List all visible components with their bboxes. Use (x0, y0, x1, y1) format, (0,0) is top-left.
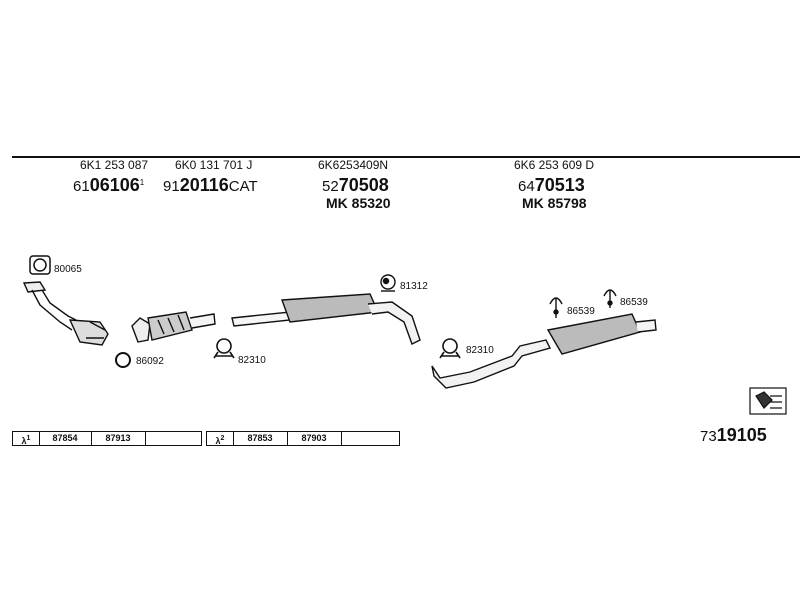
mk-code-rear-silencer: MK 85798 (522, 195, 587, 211)
divider (91, 432, 92, 445)
part-prefix: 52 (322, 178, 339, 195)
rear-silencer-icon (431, 313, 657, 389)
part-prefix: 91 (163, 178, 180, 195)
part-number-catalyst: 9120116CAT (163, 175, 258, 196)
lambda-table-1: λ1 87854 87913 (12, 431, 202, 446)
hanger-81312-icon (380, 274, 396, 292)
oem-code-rear-silencer: 6K6 253 609 D (514, 158, 595, 172)
gasket-80065-icon (29, 255, 51, 275)
label-86092: 86092 (136, 356, 164, 367)
label-82310-b: 82310 (466, 345, 494, 356)
lambda-sensor-2: 87903 (301, 433, 327, 443)
middle-silencer-icon (231, 293, 421, 345)
clamp-82310b-icon (439, 338, 461, 359)
catalog-symbol-icon (749, 387, 787, 415)
divider (145, 432, 146, 445)
oem-code-catalyst: 6K0 131 701 J (175, 158, 253, 172)
lambda-sensor-1: 87854 (52, 433, 78, 443)
catalyst-icon (131, 311, 216, 343)
divider (341, 432, 342, 445)
part-suffix: 1 (139, 178, 145, 187)
lambda-symbol: λ1 (13, 432, 39, 446)
part-number-downpipe: 61061061 (73, 175, 144, 196)
lambda-table-2: λ2 87853 87903 (206, 431, 400, 446)
part-prefix: 64 (518, 178, 535, 195)
part-number-rear-silencer: 6470513 (518, 175, 585, 196)
part-main: 70508 (338, 175, 389, 195)
divider (39, 432, 40, 445)
part-tail: CAT (228, 178, 258, 195)
lambda-sensor-1: 87853 (247, 433, 273, 443)
hanger-86539b-icon (603, 289, 617, 308)
mk-code-middle-silencer: MK 85320 (326, 195, 391, 211)
ring-86092-icon (115, 352, 131, 368)
label-82310-a: 82310 (238, 355, 266, 366)
oem-code-middle-silencer: 6K6253409N (318, 158, 389, 172)
divider (233, 432, 234, 445)
part-number-middle-silencer: 5270508 (322, 175, 389, 196)
label-86539-a: 86539 (567, 306, 595, 317)
lambda-char: λ (215, 436, 221, 446)
clamp-82310-icon (213, 338, 235, 359)
top-rule (12, 156, 800, 158)
label-81312: 81312 (400, 281, 428, 292)
part-main: 70513 (534, 175, 585, 195)
label-86539-b: 86539 (620, 297, 648, 308)
catalog-number: 7319105 (700, 425, 767, 446)
label-80065: 80065 (54, 264, 82, 275)
divider (287, 432, 288, 445)
lambda-index: 2 (220, 435, 225, 442)
part-main: 06106 (89, 175, 140, 195)
lambda-symbol: λ2 (207, 432, 233, 446)
part-main: 20116 (179, 175, 229, 195)
lambda-index: 1 (26, 435, 31, 442)
catalog-prefix: 73 (700, 428, 717, 445)
part-prefix: 61 (73, 178, 90, 195)
downpipe-icon (22, 281, 109, 346)
catalog-main: 19105 (716, 425, 767, 445)
lambda-char: λ (21, 436, 27, 446)
hanger-86539a-icon (549, 297, 563, 318)
oem-code-downpipe: 6K1 253 087 (80, 158, 149, 172)
lambda-sensor-2: 87913 (105, 433, 131, 443)
